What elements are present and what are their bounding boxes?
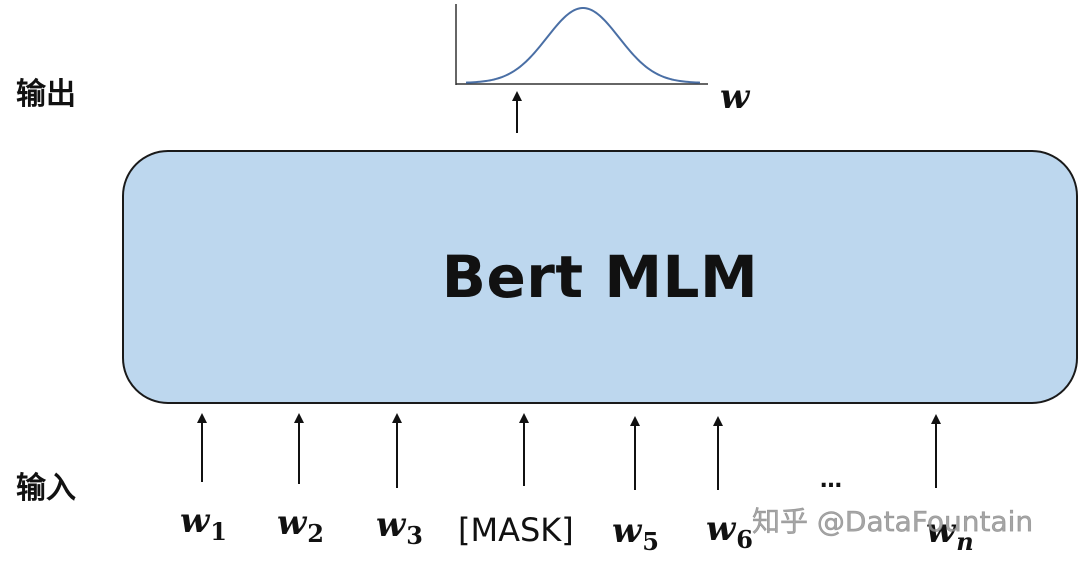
token-subscript: 3 [406,521,423,550]
input-token-5: w5 [612,511,659,554]
token-subscript: 5 [642,527,659,556]
input-token-2: w2 [277,503,324,546]
token-subscript: n [956,527,974,556]
distribution-plot [455,4,708,85]
input-arrows [197,413,941,490]
input-ellipsis: … [820,468,842,493]
distribution-curve [465,7,701,84]
input-token-1: w1 [180,501,227,544]
input-token-3: w3 [376,505,423,548]
token-subscript: 6 [736,525,753,554]
output-symbol: w [720,77,750,117]
token-base: w [376,505,406,545]
token-subscript: 1 [210,517,227,546]
token-base: w [612,511,642,551]
input-token-mask: [MASK] [458,511,574,549]
token-base: w [180,501,210,541]
token-subscript: 2 [307,519,324,548]
token-base: w [277,503,307,543]
token-base: w [926,511,956,551]
bert-mlm-box: Bert MLM [122,150,1078,404]
input-label: 输入 [16,471,76,506]
output-label: 输出 [16,77,76,112]
token-base: w [706,509,736,549]
bert-mlm-label: Bert MLM [441,243,759,311]
input-token-n: wn [926,511,974,554]
watermark-text: 知乎 @DataFountain [752,505,1034,538]
input-token-6: w6 [706,509,753,552]
